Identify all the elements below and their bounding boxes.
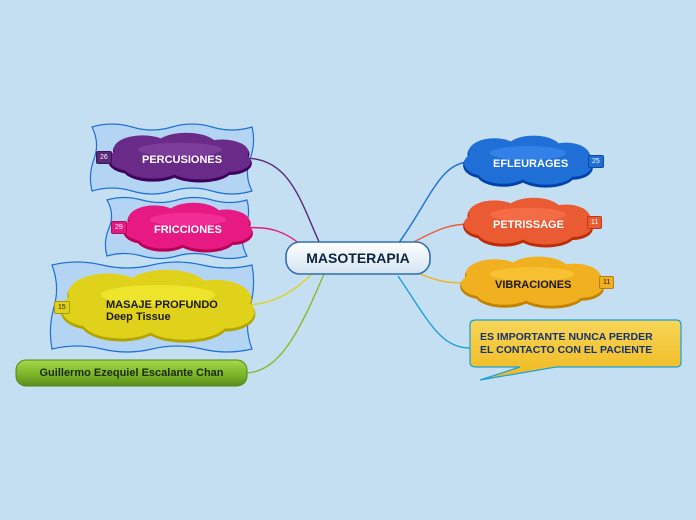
masaje-sublabel: Deep Tissue xyxy=(106,311,171,323)
cloud-highlight xyxy=(137,142,223,157)
badge-petrissage[interactable]: 11 xyxy=(587,216,603,229)
author-box[interactable] xyxy=(15,359,248,387)
badge-vibraciones[interactable]: 11 xyxy=(599,276,615,289)
central-topic-label: MASOTERAPIA xyxy=(306,250,410,266)
callout-line-2: EL CONTACTO CON EL PACIENTE xyxy=(480,344,653,356)
cloud-highlight xyxy=(149,212,227,227)
cloud-puff xyxy=(131,142,229,172)
cloud-vibraciones[interactable] xyxy=(460,256,604,309)
central-topic-box[interactable] xyxy=(285,241,431,275)
cloud-highlight xyxy=(489,267,575,282)
efleurages-label: EFLEURAGES xyxy=(493,158,569,170)
cloud-highlight xyxy=(489,146,567,161)
badge-masaje[interactable]: 15 xyxy=(54,301,70,314)
cloud-puff xyxy=(484,146,572,176)
badge-fricciones[interactable]: 29 xyxy=(111,221,127,234)
cloud-efleurages[interactable] xyxy=(463,135,593,188)
badge-percusiones[interactable]: 26 xyxy=(96,151,112,164)
connector-petrissage xyxy=(409,223,473,245)
cloud-puff xyxy=(144,212,232,242)
callout-text: ES IMPORTANTE NUNCA PERDER EL CONTACTO C… xyxy=(480,331,675,357)
badge-efleurages[interactable]: 25 xyxy=(588,155,604,168)
cloud-puff xyxy=(91,284,225,328)
callout-line-1: ES IMPORTANTE NUNCA PERDER xyxy=(480,331,653,343)
cloud-puff xyxy=(483,267,581,297)
callout-shape[interactable] xyxy=(469,319,682,381)
author-label: Guillermo Ezequiel Escalante Chan xyxy=(39,367,224,379)
connector-callout xyxy=(397,275,471,349)
connector-author xyxy=(245,273,325,374)
cloud-puff xyxy=(484,207,572,237)
connector-percusiones xyxy=(243,157,321,245)
cloud-petrissage[interactable] xyxy=(463,197,593,248)
connector-efleurages xyxy=(397,161,471,245)
cloud-percusiones[interactable] xyxy=(108,132,252,183)
cloud-masaje[interactable] xyxy=(60,269,256,343)
vibraciones-label: VIBRACIONES xyxy=(495,279,572,291)
connectors xyxy=(243,157,473,374)
petrissage-label: PETRISSAGE xyxy=(493,219,564,231)
masaje-label: MASAJE PROFUNDO xyxy=(106,299,218,311)
cloud-highlight xyxy=(489,207,567,222)
fricciones-label: FRICCIONES xyxy=(154,224,222,236)
percusiones-label: PERCUSIONES xyxy=(142,154,223,166)
cloud-fricciones[interactable] xyxy=(123,202,253,253)
connector-masaje xyxy=(243,273,313,306)
cloud-highlight xyxy=(100,284,216,305)
connector-fricciones xyxy=(245,226,301,245)
